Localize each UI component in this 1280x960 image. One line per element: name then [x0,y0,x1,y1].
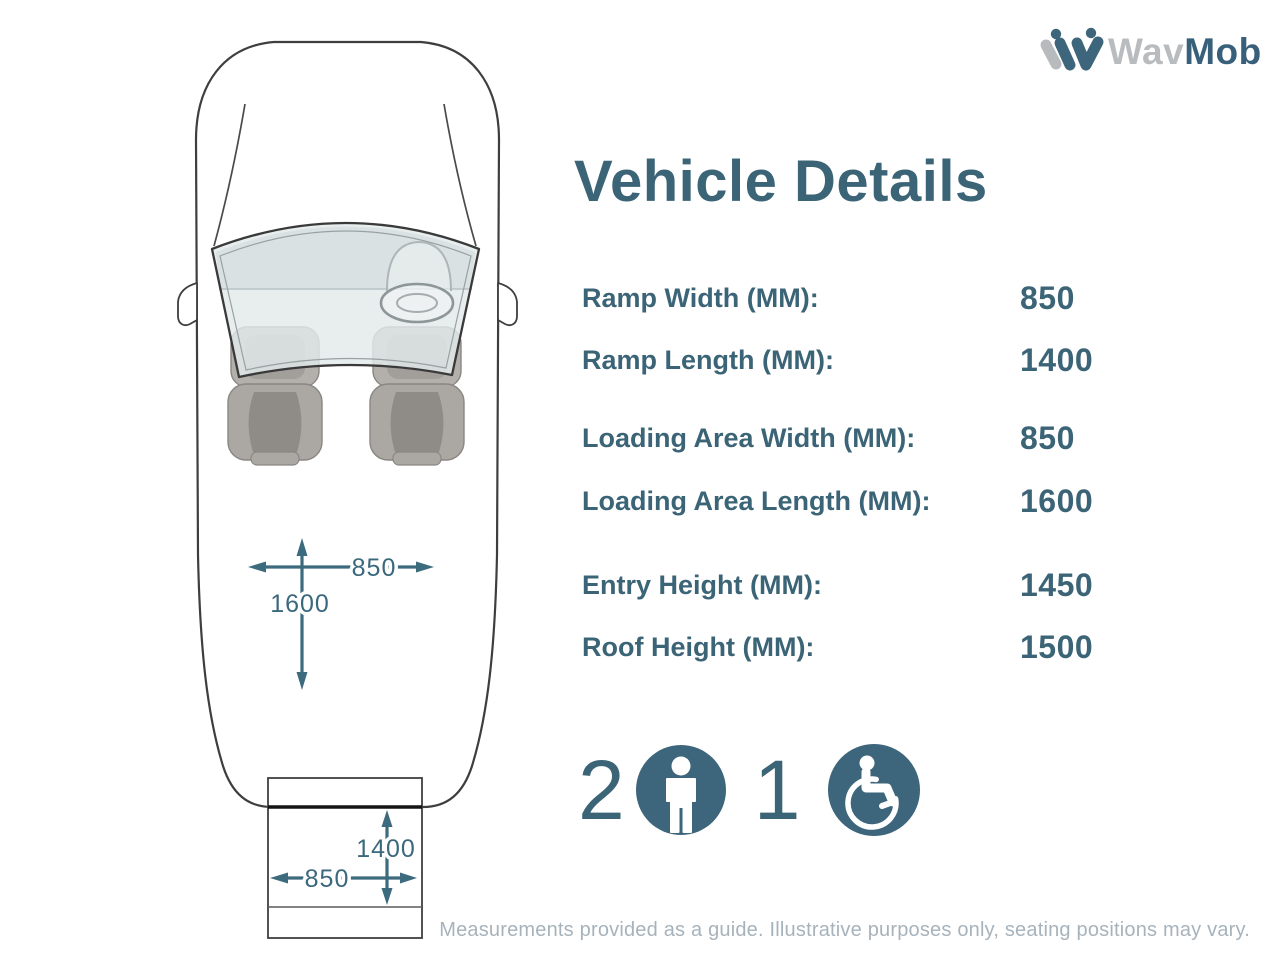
steering-wheel-hub [396,293,438,313]
spec-row-ramp-length: Ramp Length (MM): 1400 [0,343,1280,379]
ramp-length-label: 1400 [356,835,416,863]
spec-row-ramp-width: Ramp Width (MM): 850 [0,281,1280,317]
rear-ramp [267,777,423,939]
spec-label: Roof Height (MM): [582,632,815,662]
spec-label: Loading Area Length (MM): [582,486,931,516]
instrument-binnacle [386,240,452,292]
brand-wordmark-teal: Mob [1184,31,1262,72]
a-pillar-left [213,103,246,247]
spec-value: 850 [1020,280,1075,316]
steering-wheel [379,282,455,324]
measurements-disclaimer: Measurements provided as a guide. Illust… [439,919,1250,941]
capacity-summary: 2 1 [578,740,921,840]
spec-label: Ramp Width (MM): [582,283,819,313]
spec-row-roof-height: Roof Height (MM): 1500 [0,630,1280,666]
spec-label: Loading Area Width (MM): [582,423,916,453]
right-mirror [497,282,518,327]
a-pillar-right [443,103,477,247]
spec-row-loading-area-length: Loading Area Length (MM): 1600 [0,484,1280,520]
windshield-outline [210,221,481,379]
spec-label: Ramp Length (MM): [582,345,834,375]
left-mirror [177,282,198,327]
brand-wordmark: WavMob [1108,30,1262,74]
brand-wordmark-gray: Wav [1108,31,1185,72]
spec-row-entry-height: Entry Height (MM): 1450 [0,568,1280,604]
spec-value: 1500 [1020,629,1094,665]
spec-label: Entry Height (MM): [582,570,822,600]
spec-value: 1400 [1020,342,1094,378]
person-icon [635,745,726,835]
wavmob-logo-icon [1040,27,1104,71]
spec-value: 1450 [1020,567,1094,603]
windshield-inner-line [219,230,472,371]
brand-logo: WavMob [1038,14,1261,76]
page-title: Vehicle Details [574,149,988,214]
seat-count: 2 [578,743,625,837]
ramp-width-label: 850 [305,865,350,893]
cargo-length-label: 1600 [270,590,330,618]
cargo-width-label: 850 [352,554,397,582]
wheelchair-icon [828,744,921,836]
spec-row-loading-area-width: Loading Area Width (MM): 850 [0,421,1280,457]
wheelchair-count: 1 [753,743,801,837]
spec-value: 850 [1020,420,1075,456]
cargo-dimension-arrows [248,538,434,690]
spec-value: 1600 [1020,483,1094,519]
ramp-dimension-arrows [270,810,417,905]
